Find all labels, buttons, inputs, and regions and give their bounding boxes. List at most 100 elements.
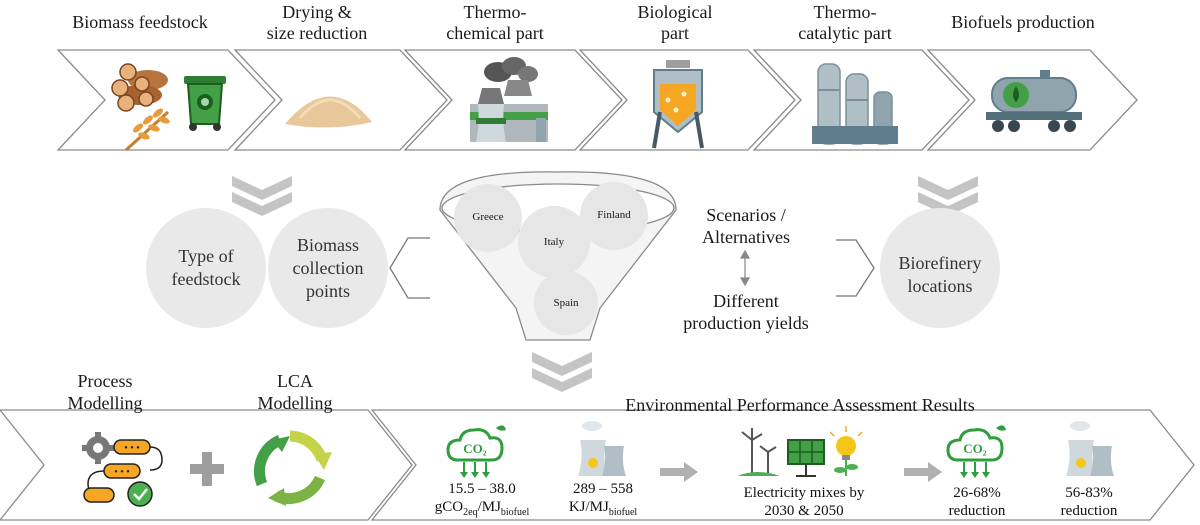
chevron-biomass-feedstock xyxy=(56,49,276,151)
yields-line: Different xyxy=(713,291,779,311)
down-chevron-center xyxy=(532,352,592,392)
bioreactor-icon xyxy=(652,60,704,149)
modelling-line: Modelling xyxy=(67,393,143,413)
stage-label-thermocatalytic: Thermo- catalytic part xyxy=(760,2,930,44)
power-plant-icon xyxy=(470,57,548,142)
ghg-unit: gCO2eq/MJbiofuel xyxy=(412,498,552,522)
modelling-line: Modelling xyxy=(257,393,333,413)
circle-label-line: locations xyxy=(907,276,973,296)
energy-range: 289 – 558 xyxy=(573,481,633,497)
ghg-unit-sub1: 2eq xyxy=(463,507,478,518)
stage-label-line: Biomass feedstock xyxy=(72,12,208,32)
energy-reduction-line: reduction xyxy=(1060,503,1118,519)
wood-logs-icon xyxy=(111,63,168,112)
stage-label-line: size reduction xyxy=(266,23,368,43)
refinery-columns-icon xyxy=(812,63,898,145)
circle-label-line: feedstock xyxy=(171,269,241,289)
stage-label-line: Drying & xyxy=(282,2,352,22)
chevron-thermochemical xyxy=(403,49,623,151)
scenarios-label: Scenarios / Alternatives xyxy=(668,204,824,248)
stage-label-thermochemical: Thermo- chemical part xyxy=(410,2,580,44)
yields-label: Different production yields xyxy=(660,290,832,334)
results-title: Environmental Performance Assessment Res… xyxy=(625,395,975,415)
energy-unit-base: KJ/MJ xyxy=(568,499,609,515)
stage-label-line: part xyxy=(661,23,689,43)
stage-label-biofuels: Biofuels production xyxy=(928,12,1118,33)
circle-label-line: Biorefinery xyxy=(898,253,982,273)
waste-bin-icon xyxy=(184,76,226,131)
circle-label-line: collection xyxy=(292,258,364,278)
modelling-line: Process xyxy=(77,371,133,391)
co2-cloud-icon: CO₂ xyxy=(446,425,506,478)
co2-reduction-cloud-icon: CO₂ xyxy=(946,425,1006,478)
lca-modelling-label: LCA Modelling xyxy=(240,370,350,414)
country-finland: Finland xyxy=(597,209,631,221)
process-flow-icon: • • • • • • xyxy=(82,432,163,507)
ghg-range: 15.5 – 38.0 xyxy=(448,481,516,497)
tank-wagon-icon xyxy=(986,70,1082,132)
italy-circle xyxy=(518,206,590,278)
energy-unit: KJ/MJbiofuel xyxy=(548,498,658,522)
biorefinery-label: Biorefinery locations xyxy=(880,252,1000,298)
stage-label-line: Biofuels production xyxy=(951,12,1095,32)
stage-label-line: Biological xyxy=(637,2,713,22)
bulb-plant-icon xyxy=(829,426,863,476)
energy-value: 289 – 558 KJ/MJbiofuel xyxy=(548,480,658,522)
type-of-feedstock-label: Type of feedstock xyxy=(146,245,266,291)
recycle-arrows-icon xyxy=(254,430,332,506)
circle-label-line: Biomass xyxy=(296,235,359,255)
ghg-unit-mid: /MJ xyxy=(477,499,501,515)
circle-label-line: Type of xyxy=(178,246,234,266)
energy-reduction-line: 56-83% xyxy=(1065,485,1113,501)
modelling-line: LCA xyxy=(277,371,313,391)
svg-text:• • •: • • • xyxy=(124,443,140,454)
stage-label-drying: Drying & size reduction xyxy=(232,2,402,44)
down-chevron-left xyxy=(232,176,292,216)
country-spain: Spain xyxy=(553,297,579,309)
energy-unit-sub: biofuel xyxy=(608,507,638,518)
co2-reduction-line: reduction xyxy=(948,503,1006,519)
country-greece: Greece xyxy=(472,211,504,223)
spain-circle xyxy=(534,271,598,335)
type-of-feedstock-circle xyxy=(146,208,266,328)
greece-circle xyxy=(454,184,522,252)
powder-pile-icon xyxy=(285,96,372,128)
ghg-unit-sub2: biofuel xyxy=(500,507,530,518)
electricity-line: 2030 & 2050 xyxy=(764,503,844,519)
left-bracket xyxy=(389,237,430,299)
plus-icon xyxy=(190,452,224,486)
arrow-right-2 xyxy=(904,462,942,482)
stage-label-biomass-feedstock: Biomass feedstock xyxy=(40,12,240,33)
svg-text:• • •: • • • xyxy=(114,467,130,478)
energy-plant-reduction-icon xyxy=(1066,421,1114,476)
biorefinery-circle xyxy=(880,208,1000,328)
electricity-line: Electricity mixes by xyxy=(743,485,865,501)
funnel xyxy=(439,171,677,341)
stage-label-line: Thermo- xyxy=(463,2,527,22)
scenarios-line: Scenarios / xyxy=(706,205,786,225)
stage-label-biological: Biological part xyxy=(590,2,760,44)
finland-circle xyxy=(580,182,648,250)
co2-reduction-label: 26-68% reduction xyxy=(932,484,1022,520)
right-bracket xyxy=(836,239,875,297)
stage-label-line: chemical part xyxy=(446,23,544,43)
svg-text:CO₂: CO₂ xyxy=(463,441,487,456)
biomass-collection-circle xyxy=(268,208,388,328)
double-arrow-icon xyxy=(739,249,751,287)
stage-label-line: Thermo- xyxy=(813,2,877,22)
electricity-label: Electricity mixes by 2030 & 2050 xyxy=(720,484,888,520)
circle-label-line: points xyxy=(305,281,350,301)
wheat-icon xyxy=(124,108,170,152)
ghg-value: 15.5 – 38.0 gCO2eq/MJbiofuel xyxy=(412,480,552,522)
process-modelling-label: Process Modelling xyxy=(50,370,160,414)
arrow-right-1 xyxy=(660,462,698,482)
ghg-unit-base: gCO xyxy=(434,499,464,515)
result-arrows xyxy=(660,462,942,482)
solar-panel-icon xyxy=(787,439,825,477)
scenarios-line: Alternatives xyxy=(702,227,790,247)
country-italy: Italy xyxy=(543,236,565,248)
yields-line: production yields xyxy=(683,313,809,333)
energy-plant-icon xyxy=(578,421,626,476)
svg-text:CO₂: CO₂ xyxy=(963,441,987,456)
